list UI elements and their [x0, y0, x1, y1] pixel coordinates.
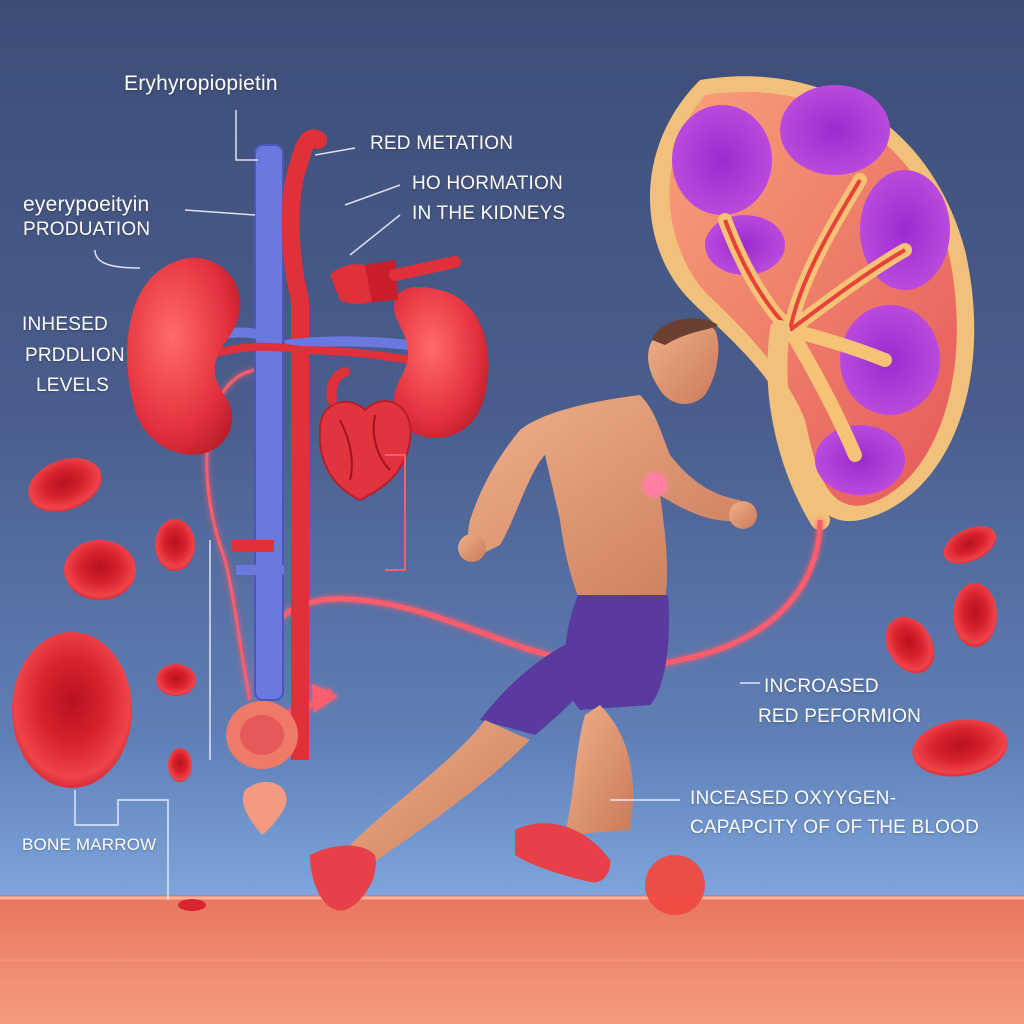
- red-blood-cell-icon: [178, 899, 206, 911]
- incroased-label-line1: Incroased: [764, 676, 879, 697]
- red-blood-cell-icon: [168, 748, 192, 782]
- red-blood-cell-icon: [943, 526, 997, 564]
- kidney-cross-section-icon: [650, 76, 975, 530]
- eyerypoeityin-label-line1: eyerypoeityin: [23, 193, 150, 216]
- red-blood-cell-icon: [28, 458, 102, 512]
- heart-icon: [318, 367, 412, 502]
- pointer-lines: [74, 110, 760, 900]
- red-metation-label: red metation: [370, 133, 514, 154]
- bone-marrow-label: Bone marrow: [22, 835, 157, 854]
- erythropoietin-title-label: Eryhyropiopietin: [124, 72, 278, 95]
- inhesed-label-line3: levels: [36, 375, 110, 396]
- oxygen-capacity-label-line1: Inceased oxyygen-: [690, 788, 897, 809]
- red-blood-cell-icon: [912, 719, 1008, 777]
- incroased-label-line2: red peformion: [758, 706, 922, 727]
- red-blood-cell-icon: [155, 519, 195, 571]
- kidney-pair-icon: [127, 256, 489, 455]
- ho-hormation-label-line2: in the kidneys: [412, 203, 566, 224]
- red-blood-cells: [12, 458, 1008, 915]
- blood-vessels: [198, 129, 411, 760]
- running-track: [0, 895, 1024, 1024]
- red-blood-cell-icon: [885, 616, 935, 674]
- eyerypoeityin-label-line2: produation: [23, 219, 151, 240]
- oxygen-capacity-label-line2: capapcity of of the blood: [690, 817, 979, 838]
- inhesed-label-line2: prddlion: [25, 345, 125, 366]
- red-blood-cell-icon: [156, 664, 196, 696]
- ho-hormation-label-line1: Ho hormation: [412, 173, 563, 194]
- red-blood-cell-icon: [953, 583, 997, 647]
- loop-arrow: [385, 454, 406, 571]
- inhesed-label-line1: inhesed: [22, 314, 108, 335]
- bone-marrow-cell-icon: [226, 701, 298, 835]
- runner-icon: [310, 318, 757, 911]
- red-blood-cell-icon: [64, 540, 136, 600]
- red-blood-cell-icon: [12, 632, 132, 788]
